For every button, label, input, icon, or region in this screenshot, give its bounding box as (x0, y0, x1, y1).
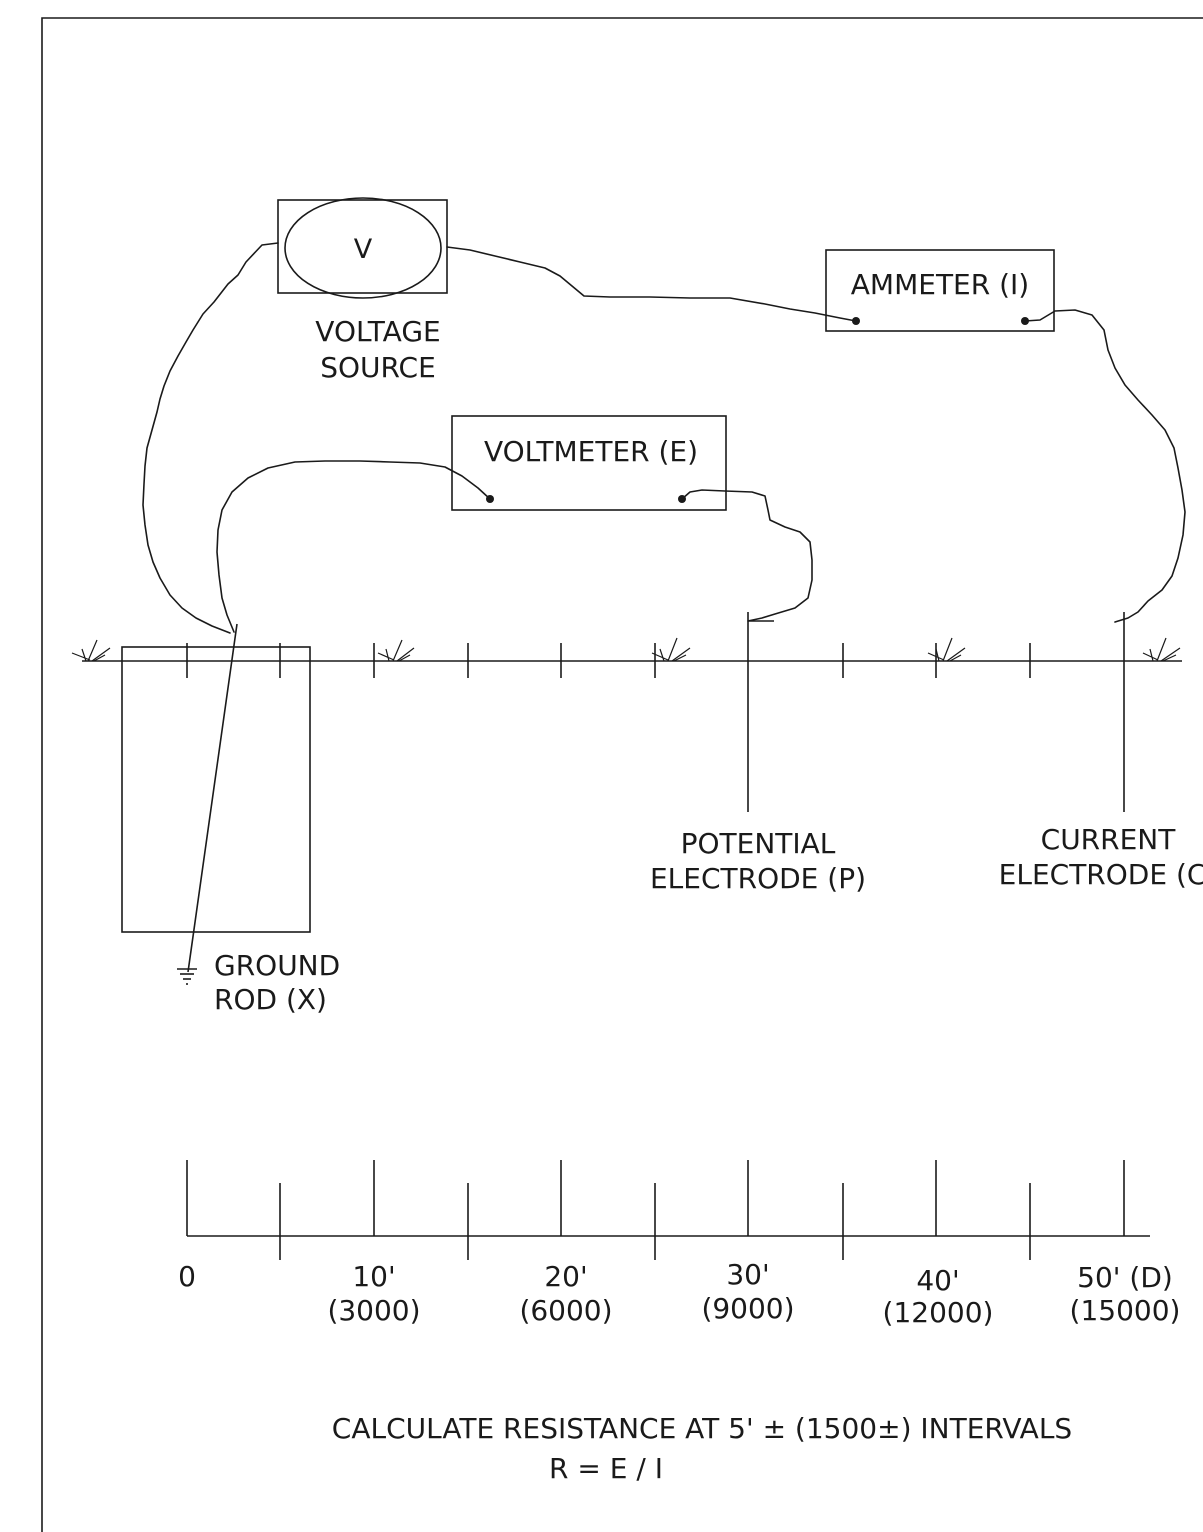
scale-sublabel-20: (6000) (519, 1294, 612, 1327)
scale-label-20: 20' (544, 1260, 587, 1293)
voltage-source: V VOLTAGE SOURCE (277, 197, 448, 384)
current-electrode-label-2: ELECTRODE (C) (999, 858, 1203, 891)
scale-label-50: 50' (D) (1077, 1261, 1173, 1294)
grass-tufts (71, 637, 1181, 662)
ground-rod-line (187, 623, 238, 973)
wire-voltmeter-to-ground-rod (216, 460, 491, 633)
ground-line-ticks (186, 643, 1031, 678)
scale-sublabel-30: (9000) (701, 1292, 794, 1325)
ground-rod-label-2: ROD (X) (214, 983, 327, 1016)
potential-electrode: POTENTIAL ELECTRODE (P) (650, 612, 866, 895)
current-electrode: CURRENT ELECTRODE (C) (999, 612, 1203, 891)
scale-sublabel-50: (15000) (1070, 1294, 1181, 1327)
footer-instruction: CALCULATE RESISTANCE AT 5' ± (1500±) INT… (332, 1412, 1072, 1445)
ammeter-label: AMMETER (I) (851, 268, 1029, 301)
ground-rod: GROUND ROD (X) (121, 623, 340, 1016)
wire-source-to-ground-rod (142, 242, 279, 634)
voltmeter-box (451, 415, 727, 511)
ammeter: AMMETER (I) (825, 249, 1055, 332)
voltage-source-label-2: SOURCE (320, 351, 436, 384)
wire-voltmeter-to-potential-electrode (681, 489, 813, 622)
scale-sublabel-10: (3000) (327, 1294, 420, 1327)
scale-sublabel-40: (12000) (883, 1296, 994, 1329)
footer-formula: R = E / I (549, 1452, 663, 1485)
page-border (41, 17, 1203, 1532)
scale-label-0: 0 (178, 1260, 196, 1293)
scale-label-30: 30' (726, 1258, 769, 1291)
voltmeter-label: VOLTMETER (E) (484, 435, 698, 468)
wire-ammeter-to-current-electrode (1024, 309, 1186, 623)
ground-rod-label-1: GROUND (214, 949, 340, 982)
ground-symbol-icon (177, 968, 197, 985)
distance-scale: 0 10' (3000) 20' (6000) 30' (9000) 40' (… (178, 1160, 1180, 1329)
potential-electrode-label-1: POTENTIAL (681, 827, 836, 860)
ammeter-box (825, 249, 1055, 332)
scale-label-40: 40' (916, 1264, 959, 1297)
scale-label-10: 10' (352, 1260, 395, 1293)
voltage-source-symbol: V (354, 234, 373, 265)
voltmeter: VOLTMETER (E) (451, 415, 727, 511)
wire-source-to-ammeter (446, 246, 857, 322)
ground-rod-soil-box (121, 646, 311, 933)
current-electrode-label-1: CURRENT (1041, 823, 1177, 856)
potential-electrode-label-2: ELECTRODE (P) (650, 862, 866, 895)
voltage-source-ellipse (284, 197, 442, 299)
voltage-source-label-1: VOLTAGE (315, 315, 440, 348)
